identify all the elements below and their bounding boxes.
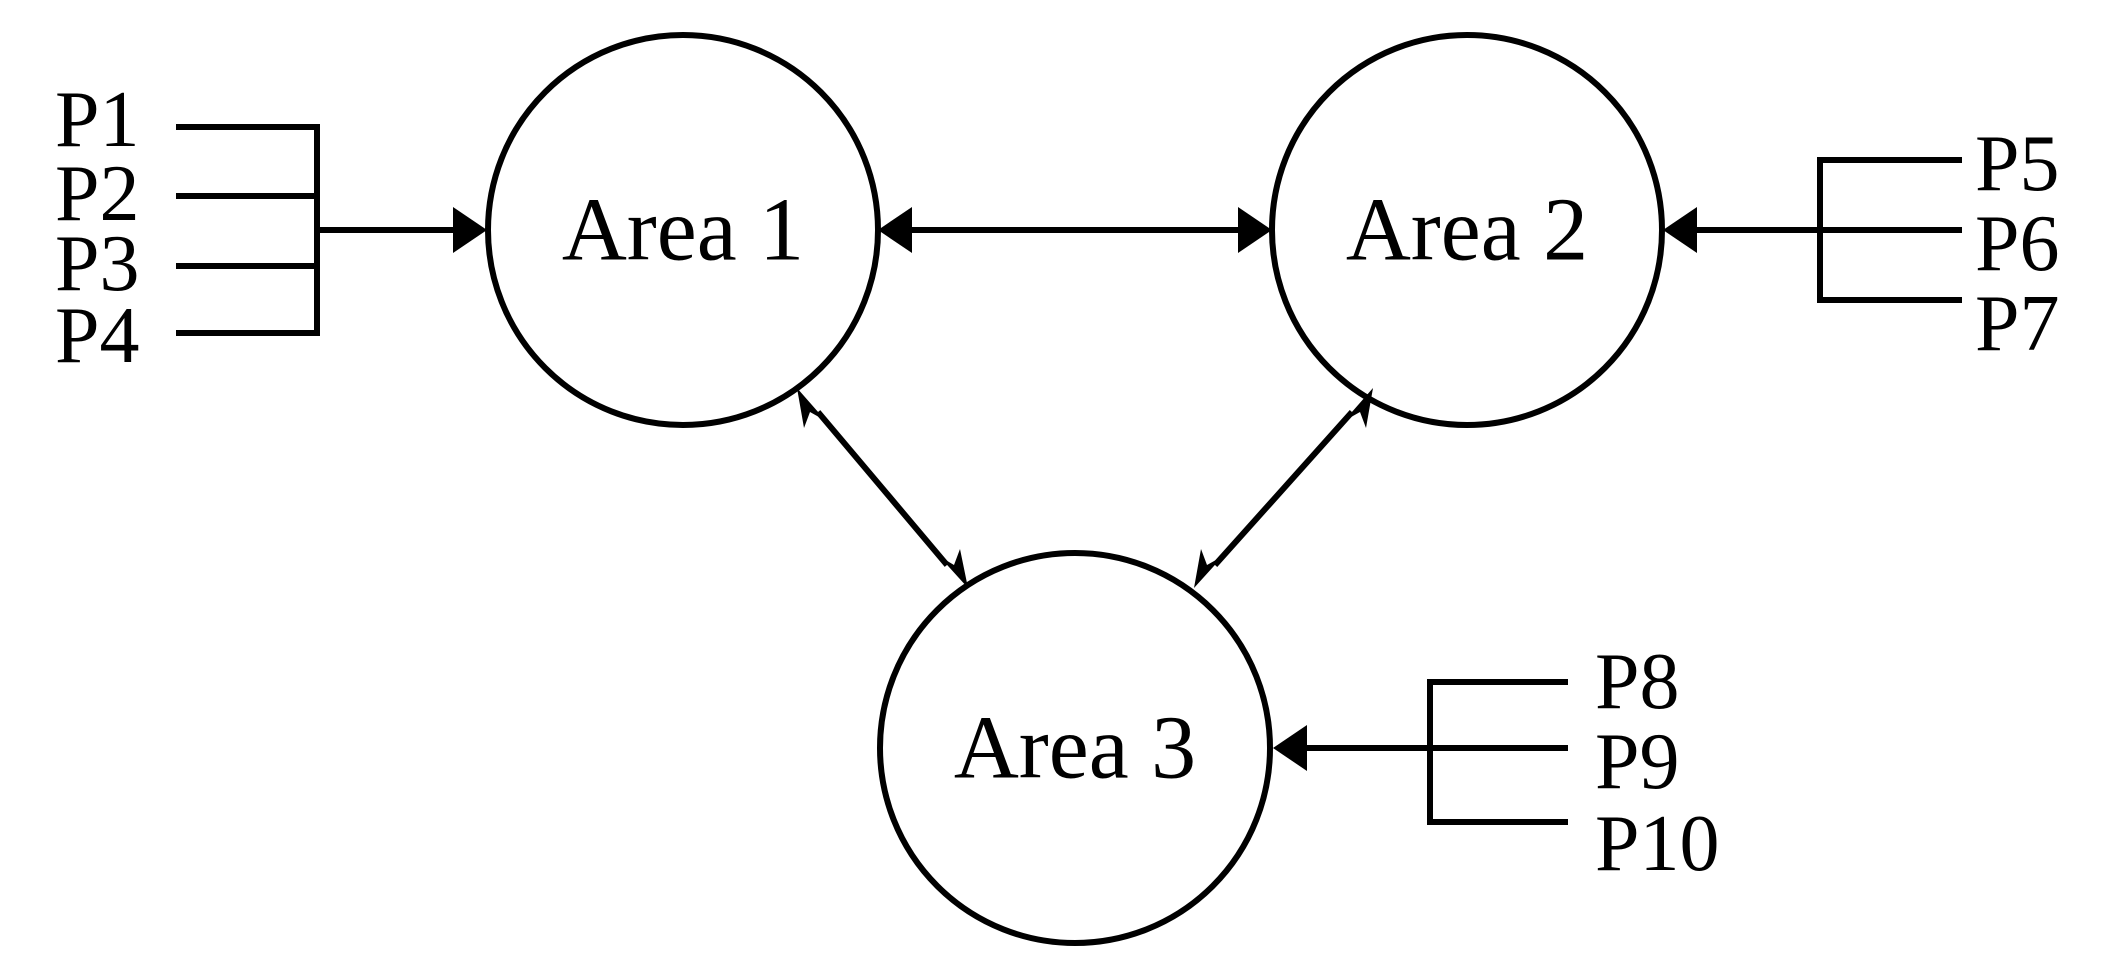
link-area2-area3 [1194,388,1373,588]
link-area1-area2 [878,207,1272,253]
inputs-area-3: P8 P9 P10 [1273,638,1720,888]
arrowhead-into-area-2 [1663,207,1697,253]
area-node-1: Area 1 [485,32,881,428]
area-1-label: Area 1 [562,181,804,280]
arrowhead-up [797,388,826,428]
arrowhead-left [878,207,912,253]
input-label-p1: P1 [55,76,140,164]
link-area1-area3 [797,388,968,588]
area-node-2: Area 2 [1269,32,1665,428]
inputs-area-1: P1 P2 P3 P4 [55,76,487,380]
inputs-area-2: P5 P6 P7 [1663,120,2060,368]
area-3-circle [877,550,1273,946]
input-label-p7: P7 [1975,280,2060,368]
area-2-label: Area 2 [1346,181,1588,280]
input-label-p6: P6 [1975,200,2060,288]
input-label-p9: P9 [1595,718,1680,806]
input-label-p3: P3 [55,220,140,308]
arrowhead-up [1344,388,1373,428]
input-label-p2: P2 [55,150,140,238]
arrowhead-into-area-1 [453,207,487,253]
arrowhead-into-area-3 [1273,725,1307,771]
arrowhead-down [1194,549,1223,588]
area-node-3: Area 3 [877,550,1273,946]
area-3-label: Area 3 [954,699,1196,798]
input-label-p5: P5 [1975,120,2060,208]
input-label-p4: P4 [55,292,140,380]
arrowhead-down [939,549,968,588]
arrowhead-right [1238,207,1272,253]
input-label-p10: P10 [1595,800,1720,888]
input-label-p8: P8 [1595,638,1680,726]
